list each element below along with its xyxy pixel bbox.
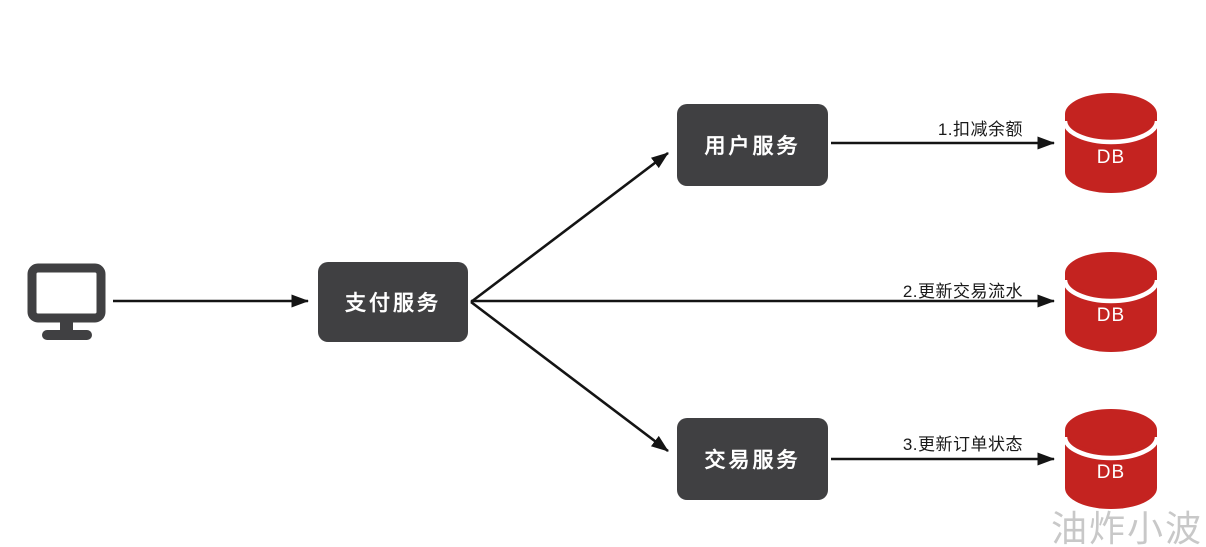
payment-service-label: 支付服务 (345, 292, 441, 315)
db-top-label: DB (1096, 147, 1126, 168)
arrow-payment-to-user (470, 151, 669, 304)
user-service-label: 用户服务 (704, 135, 801, 158)
edge-label-update-order-state: 3.更新订单状态 (902, 435, 1023, 454)
db-middle-label: DB (1096, 305, 1126, 326)
database-cylinder-icon (1062, 252, 1160, 352)
edge-label-deduct-balance: 1.扣减余额 (937, 120, 1023, 139)
trade-service-label: 交易服务 (704, 449, 801, 472)
node-user-service: 用户服务 (677, 104, 828, 186)
database-cylinder-icon (1062, 409, 1160, 509)
node-payment-service: 支付服务 (318, 262, 468, 342)
watermark-text: 油炸小波 (1050, 508, 1203, 547)
edge-label-update-trade-flow: 2.更新交易流水 (902, 282, 1023, 301)
database-cylinder-icon (1062, 93, 1160, 193)
arrow-payment-to-trade (470, 300, 669, 453)
monitor-icon (27, 263, 106, 340)
db-bottom-label: DB (1096, 462, 1126, 483)
node-trade-service: 交易服务 (677, 418, 828, 500)
